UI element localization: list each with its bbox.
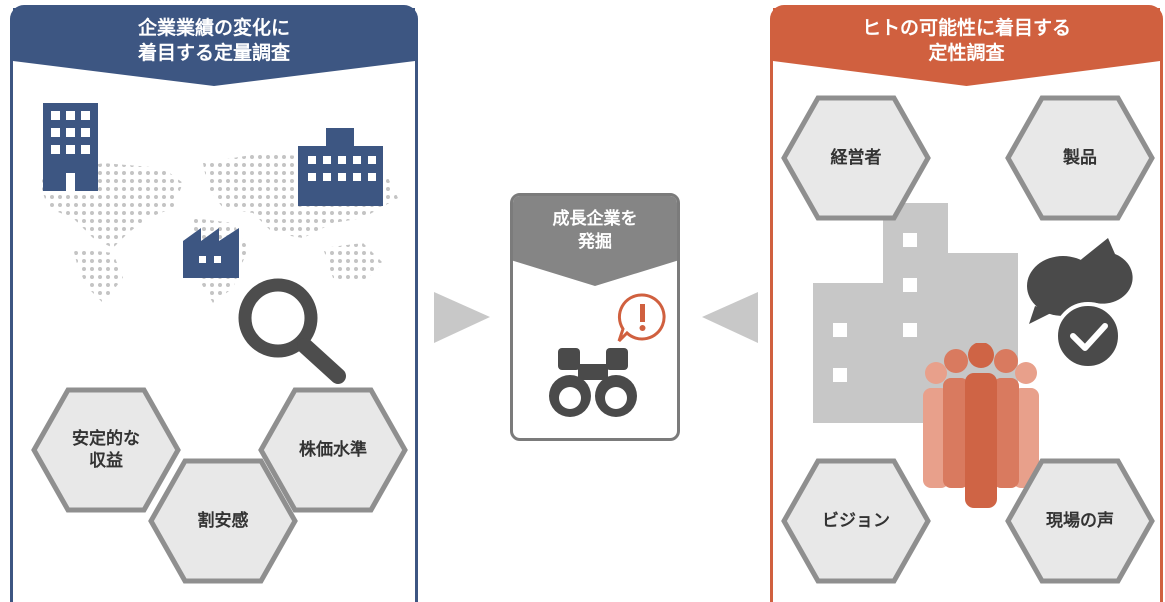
- hexagon-label: 現場の声: [1046, 511, 1114, 531]
- hexagon-products: 製品: [1005, 93, 1155, 223]
- hexagon-field-voices: 現場の声: [1005, 456, 1155, 586]
- hexagon-stock-price-level: 株価水準: [258, 385, 408, 515]
- hexagon-label: 製品: [1063, 148, 1097, 168]
- hexagon-label: 安定的な 収益: [72, 429, 140, 471]
- hexagon-label: 株価水準: [299, 440, 367, 460]
- hexagon-undervaluation: 割安感: [148, 456, 298, 586]
- center-title: 成長企業を 発掘: [552, 209, 638, 252]
- hexagon-label: ビジョン: [822, 511, 890, 531]
- office-building-icon: [43, 103, 98, 191]
- quantitative-title: 企業業績の変化に 着目する定量調査: [137, 17, 290, 64]
- qualitative-research-panel: ヒトの可能性に着目する 定性調査: [770, 5, 1163, 602]
- hexagon-vision: ビジョン: [781, 456, 931, 586]
- magnifier-icon: [238, 278, 346, 384]
- factory-icon: [183, 228, 239, 278]
- office-building-icon: [298, 128, 383, 206]
- building-icon: [813, 203, 1018, 423]
- center-header: 成長企業を 発掘: [513, 196, 677, 286]
- quantitative-research-panel: 企業業績の変化に 着目する定量調査: [10, 5, 418, 602]
- qualitative-title: ヒトの可能性に着目する 定性調査: [861, 17, 1071, 64]
- hexagon-stable-earnings: 安定的な 収益: [31, 385, 181, 515]
- arrow-right-icon: [434, 292, 490, 343]
- exclamation-bubble-icon: [617, 293, 666, 343]
- hexagon-management: 経営者: [781, 93, 931, 223]
- people-group-icon: [923, 343, 1039, 508]
- binoculars-icon: [549, 348, 637, 417]
- arrow-left-icon: [702, 292, 758, 343]
- hexagon-label: 割安感: [197, 511, 249, 531]
- hexagon-label: 経営者: [830, 148, 882, 168]
- discover-growth-companies-card: 成長企業を 発掘: [510, 193, 680, 441]
- qualitative-header: ヒトの可能性に着目する 定性調査: [773, 8, 1160, 86]
- quantitative-header: 企業業績の変化に 着目する定量調査: [13, 8, 415, 86]
- chat-bubbles-icon: [1027, 238, 1133, 370]
